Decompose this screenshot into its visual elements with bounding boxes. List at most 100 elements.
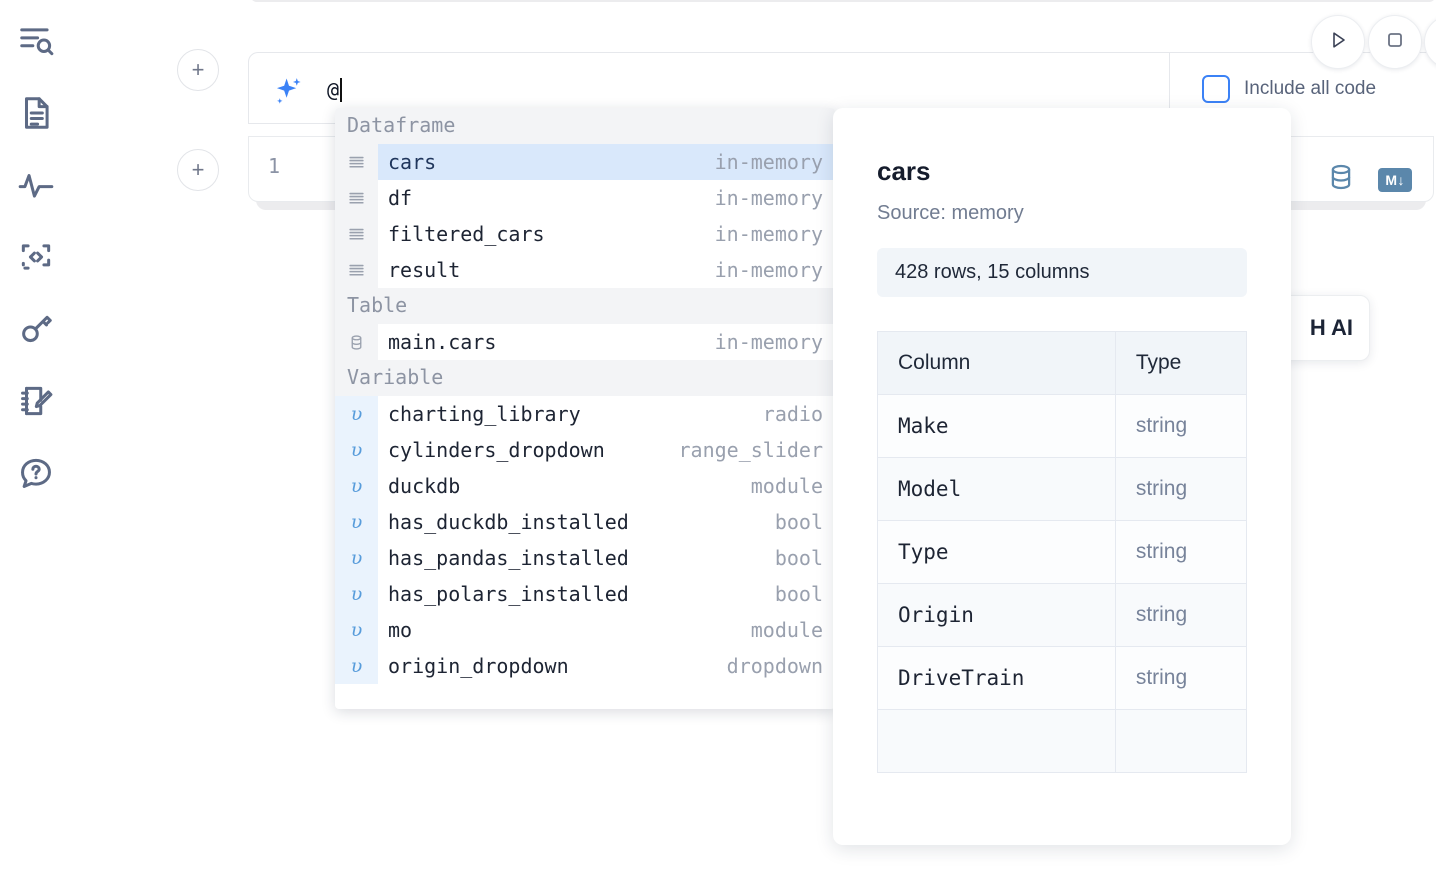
autocomplete-item-name: has_polars_installed <box>388 582 629 606</box>
variable-icon: υ <box>335 648 378 684</box>
sidebar-item-scratchpad[interactable] <box>12 376 60 430</box>
doc-title: cars <box>877 156 931 186</box>
autocomplete-item-type: module <box>750 618 823 642</box>
autocomplete-group-header: Dataframe <box>335 108 835 144</box>
run-button[interactable] <box>1311 15 1365 69</box>
autocomplete-item-name: has_duckdb_installed <box>388 510 629 534</box>
scratchpad-icon <box>17 382 55 425</box>
autocomplete-item-name: has_pandas_installed <box>388 546 629 570</box>
activity-icon <box>17 166 55 209</box>
autocomplete-item[interactable]: υ has_duckdb_installed bool <box>335 504 835 540</box>
autocomplete-item[interactable]: υ has_polars_installed bool <box>335 576 835 612</box>
explore-search-icon <box>17 22 55 65</box>
autocomplete-item[interactable]: υ charting_library radio <box>335 396 835 432</box>
code-line-number: 1 <box>268 154 281 178</box>
sidebar-item-help[interactable] <box>12 448 60 502</box>
autocomplete-item-type: in-memory <box>714 150 823 174</box>
include-all-code-checkbox[interactable] <box>1202 74 1230 103</box>
ai-sparkle-icon <box>271 75 305 109</box>
key-icon <box>17 310 55 353</box>
autocomplete-item-name: df <box>388 186 413 210</box>
sidebar-item-activity[interactable] <box>12 160 60 214</box>
autocomplete-item-type: dropdown <box>726 654 823 678</box>
variable-icon: υ <box>335 504 378 540</box>
autocomplete-item-type: bool <box>774 510 823 534</box>
autocomplete-item-type: in-memory <box>714 186 823 210</box>
database-icon[interactable] <box>1326 162 1356 197</box>
autocomplete-item[interactable]: df in-memory <box>335 180 835 216</box>
include-all-code-label: Include all code <box>1244 77 1377 99</box>
doc-header-type: Type <box>1114 331 1248 395</box>
dataframe-icon <box>335 216 378 252</box>
dataframe-icon <box>335 144 378 180</box>
ai-prompt-input[interactable]: @ <box>327 75 343 102</box>
sidebar-item-notebook[interactable] <box>12 88 60 142</box>
ai-prompt-value: @ <box>327 78 340 102</box>
sidebar-item-snippets[interactable] <box>12 232 60 286</box>
autocomplete-item-name: result <box>388 258 461 282</box>
dataframe-icon <box>335 180 378 216</box>
doc-cell-type: string <box>1114 457 1248 521</box>
doc-cell-type: string <box>1114 520 1248 584</box>
doc-shape-badge: 428 rows, 15 columns <box>877 248 1247 297</box>
autocomplete-item[interactable]: cars in-memory <box>335 144 835 180</box>
doc-cell-column: DriveTrain <box>877 646 1116 710</box>
sidebar-item-secrets[interactable] <box>12 304 60 358</box>
doc-cell-type: string <box>1114 394 1248 458</box>
markdown-badge[interactable]: M↓ <box>1378 167 1412 192</box>
doc-table-row-partial <box>877 709 1248 773</box>
autocomplete-item-name: filtered_cars <box>388 222 545 246</box>
stop-button[interactable] <box>1368 15 1422 69</box>
doc-cell-column: Make <box>877 394 1116 458</box>
add-cell-above-button[interactable]: + <box>177 49 219 91</box>
variable-icon: υ <box>335 576 378 612</box>
autocomplete-item-name: cylinders_dropdown <box>388 438 605 462</box>
doc-cell-column: Type <box>877 520 1116 584</box>
stop-square-icon <box>1383 28 1407 57</box>
help-icon <box>17 454 55 497</box>
doc-header-column: Column <box>877 331 1116 395</box>
autocomplete-item-name: main.cars <box>388 330 497 354</box>
left-sidebar <box>0 0 72 874</box>
autocomplete-item-name: charting_library <box>388 402 581 426</box>
doc-cell-column: Model <box>877 457 1116 521</box>
play-icon <box>1326 28 1350 57</box>
doc-cell-type: string <box>1114 583 1248 647</box>
sidebar-item-explore[interactable] <box>12 16 60 70</box>
autocomplete-item-type: in-memory <box>714 258 823 282</box>
variable-icon: υ <box>335 468 378 504</box>
autocomplete-dropdown[interactable]: Dataframe cars in-memory df in-memory filtere… <box>335 108 835 709</box>
autocomplete-item[interactable]: result in-memory <box>335 252 835 288</box>
snippets-icon <box>17 238 55 281</box>
text-caret <box>340 78 343 102</box>
autocomplete-item-type: module <box>750 474 823 498</box>
cell-action-icons: M↓ <box>1326 162 1412 197</box>
autocomplete-group-header: Variable <box>335 360 835 396</box>
doc-source: Source: memory <box>877 202 1024 224</box>
dataframe-icon <box>335 252 378 288</box>
autocomplete-group-header: Table <box>335 288 835 324</box>
autocomplete-item-type: bool <box>774 582 823 606</box>
previous-cell-edge <box>250 0 1436 2</box>
autocomplete-item-type: bool <box>774 546 823 570</box>
add-cell-below-button[interactable]: + <box>177 149 219 191</box>
variable-icon: υ <box>335 432 378 468</box>
table-icon <box>335 324 378 360</box>
variable-icon: υ <box>335 396 378 432</box>
autocomplete-item-type: radio <box>762 402 823 426</box>
autocomplete-item-name: cars <box>388 150 437 174</box>
doc-cell-column: Origin <box>877 583 1116 647</box>
doc-cell-type: string <box>1114 646 1248 710</box>
